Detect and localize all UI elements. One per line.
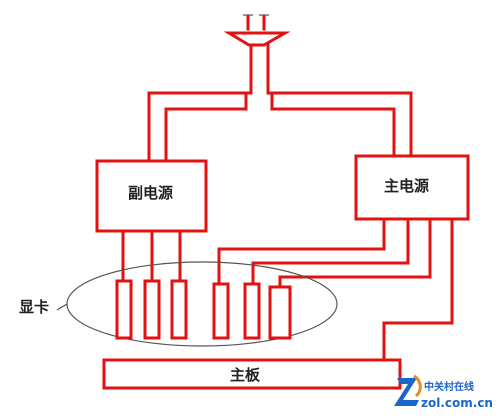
gpu-connector [143,279,161,340]
gpu-pointer [56,303,68,311]
main-psu-box [354,154,470,221]
main-psu-cables [217,217,454,362]
gpu-connectors [115,279,292,340]
gpu-connector [268,285,292,340]
aux-psu-cables [121,229,182,283]
power-plug-icon [223,14,291,47]
aux-psu-label: 副电源 [128,184,174,202]
motherboard-box [102,358,402,390]
mains-cable [147,43,413,163]
main-psu-label: 主电源 [384,177,430,195]
gpu-connector [212,282,230,340]
watermark-en: zol.com.cn [421,396,493,410]
zol-logo-icon [394,374,422,406]
watermark-cn: 中关村在线 [424,382,474,393]
motherboard-label: 主板 [230,366,261,384]
gpu-connector [170,279,188,340]
gpu-label: 显卡 [19,298,50,316]
aux-psu-box [95,159,208,233]
gpu-outline [66,261,338,347]
gpu-connector [243,282,261,340]
gpu-connector [115,279,133,340]
